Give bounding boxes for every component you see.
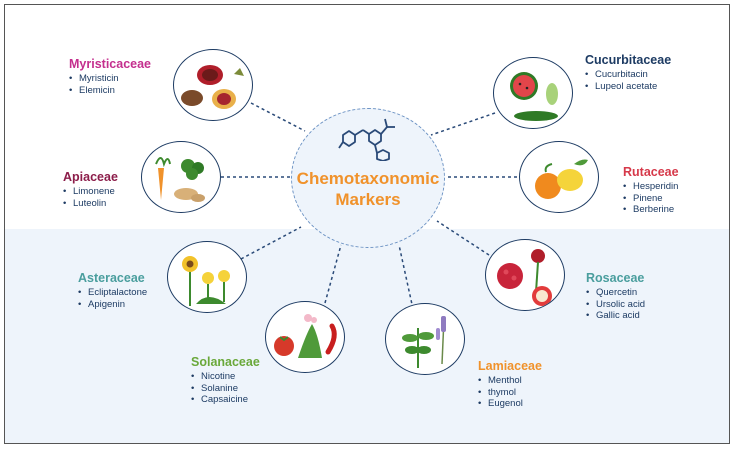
marker-list: Quercetin Ursolic acid Gallic acid [586,287,645,322]
marker-item: Eugenol [478,398,542,410]
watermelon-cucumber-icon [493,57,573,129]
marker-item: Myristicin [69,73,151,85]
marker-item: Lupeol acetate [585,81,671,93]
connector-asteraceae [240,226,302,260]
family-myristicaceae: Myristicaceae Myristicin Elemicin [69,57,151,96]
marker-item: Gallic acid [586,310,645,322]
family-apiaceae: Apiaceae Limonene Luteolin [63,170,118,209]
marker-list: Cucurbitacin Lupeol acetate [585,69,671,92]
marker-list: Nicotine Solanine Capsaicine [191,371,260,406]
lower-background-band [5,229,729,443]
family-asteraceae: Asteraceae Ecliptalactone Apigenin [78,271,147,310]
family-solanaceae: Solanaceae Nicotine Solanine Capsaicine [191,355,260,406]
sunflower-dandelion-icon [167,241,247,313]
marker-list: Ecliptalactone Apigenin [78,287,147,310]
marker-item: thymol [478,387,542,399]
family-rosaceae: Rosaceae Quercetin Ursolic acid Gallic a… [586,271,645,322]
connector-myristicaceae [250,102,306,132]
center-title-line1: Chemotaxonomic [296,169,440,188]
marker-item: Quercetin [586,287,645,299]
raspberry-rose-apple-icon [485,239,565,311]
marker-item: Hesperidin [623,181,679,193]
marker-item: Nicotine [191,371,260,383]
marker-item: Menthol [478,375,542,387]
family-name: Asteraceae [78,271,145,285]
family-name: Lamiaceae [478,359,542,373]
family-name: Apiaceae [63,170,118,184]
tomato-tobacco-chili-icon [265,301,345,373]
family-lamiaceae: Lamiaceae Menthol thymol Eugenol [478,359,542,410]
marker-item: Cucurbitacin [585,69,671,81]
marker-item: Limonene [63,186,118,198]
family-name: Rutaceae [623,165,679,179]
molecule-structure-icon [338,118,395,161]
marker-item: Apigenin [78,299,147,311]
mint-lavender-icon [385,303,465,375]
connector-lamiaceae [398,244,414,310]
connector-rosaceae [436,220,490,256]
connector-cucurbitaceae [430,112,496,136]
family-name: Rosaceae [586,271,645,285]
orange-lemon-icon [519,141,599,213]
marker-item: Pinene [623,193,679,205]
marker-list: Hesperidin Pinene Berberine [623,181,679,216]
center-title-line2: Markers [335,190,401,209]
carrot-parsley-ginger-icon [141,141,221,213]
family-name: Solanaceae [191,355,260,369]
marker-list: Limonene Luteolin [63,186,118,209]
marker-item: Ecliptalactone [78,287,147,299]
family-rutaceae: Rutaceae Hesperidin Pinene Berberine [623,165,679,216]
marker-item: Solanine [191,383,260,395]
connector-solanaceae [324,244,342,304]
marker-list: Menthol thymol Eugenol [478,375,542,410]
connector-lines [221,102,517,310]
marker-item: Elemicin [69,85,151,97]
nutmeg-icon [173,49,253,121]
family-cucurbitaceae: Cucurbitaceae Cucurbitacin Lupeol acetat… [585,53,671,92]
family-name: Cucurbitaceae [585,53,672,67]
center-circle [291,108,445,248]
marker-item: Capsaicine [191,394,260,406]
marker-list: Myristicin Elemicin [69,73,151,96]
center-title: Chemotaxonomic Markers [281,168,455,210]
diagram-frame: Chemotaxonomic Markers Myristicaceae Myr… [4,4,730,444]
family-name: Myristicaceae [69,57,152,71]
marker-item: Ursolic acid [586,299,645,311]
marker-item: Luteolin [63,198,118,210]
marker-item: Berberine [623,204,679,216]
